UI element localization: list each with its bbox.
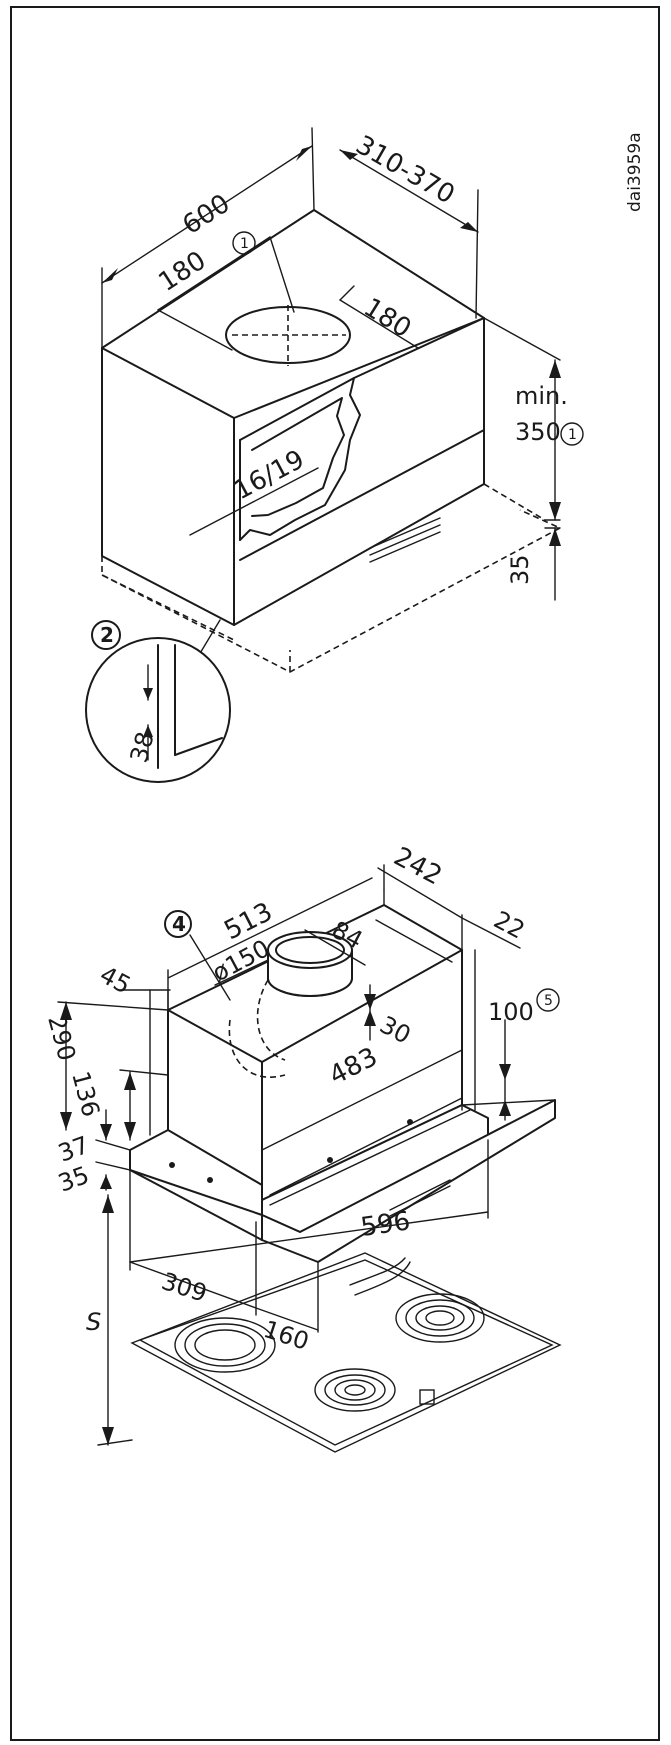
bottom-diagram: 242 513 22 4 45 (42, 842, 562, 1453)
note-1-marker-b (560, 422, 584, 446)
callout-2-label: 2 (100, 623, 114, 647)
dim-offset-45: 45 (95, 961, 171, 1136)
dim-309: 309 (129, 1221, 257, 1316)
dim-gap-35: 35 (506, 527, 561, 601)
note-5-marker (536, 988, 560, 1012)
callout-4-label: 4 (172, 912, 186, 936)
burner-right (395, 1293, 485, 1343)
callout-4-marker (164, 910, 192, 938)
hob-control-icon (419, 1389, 435, 1405)
top-diagram: 600 310-370 180 1 180 16/19 (85, 127, 584, 783)
hood-dashed-outline (101, 483, 562, 673)
label-290: 290 (42, 1012, 81, 1063)
label-min: min. (515, 382, 568, 410)
label-45: 45 (95, 961, 135, 1000)
label-242: 242 (389, 842, 447, 892)
note-5-label: 5 (544, 993, 553, 1009)
label-600: 600 (177, 189, 235, 241)
callout-2-marker (91, 620, 121, 650)
dim-100: 100 5 (488, 988, 560, 1121)
label-596: 596 (359, 1206, 412, 1243)
dim-height-s: S (86, 1194, 133, 1446)
label-350: 350 (515, 418, 561, 446)
label-160: 160 (260, 1315, 312, 1356)
burner-left (174, 1317, 276, 1373)
dim-height-136: 136 (66, 1068, 169, 1141)
note-1-label: 1 (240, 236, 249, 252)
label-35-top: 35 (506, 554, 534, 585)
motor-housing (167, 889, 463, 1201)
label-37: 37 (54, 1131, 92, 1168)
note-1-marker (232, 231, 256, 255)
dim-width-596: 596 (129, 1139, 489, 1271)
duct-collar (228, 931, 353, 1078)
label-100: 100 (488, 998, 534, 1026)
label-310-370: 310-370 (351, 130, 460, 210)
cabinet-outline (101, 209, 485, 626)
callout-4: 4 (164, 910, 231, 1001)
burner-front (314, 1368, 396, 1412)
dim-min-350: min. 350 1 (483, 317, 584, 521)
label-35-bottom: 35 (54, 1161, 92, 1198)
note-1-label-b: 1 (568, 427, 577, 443)
label-s: S (86, 1308, 101, 1336)
label-309: 309 (158, 1267, 210, 1308)
detail-callout-2: 2 38 (85, 619, 231, 783)
burner-back (349, 1257, 411, 1296)
hob (130, 1252, 562, 1453)
figure-reference: dai3959a (625, 132, 645, 212)
label-136: 136 (66, 1068, 105, 1119)
label-22: 22 (489, 906, 529, 945)
dim-160: 160 (255, 1261, 319, 1356)
page-frame (10, 6, 660, 1741)
